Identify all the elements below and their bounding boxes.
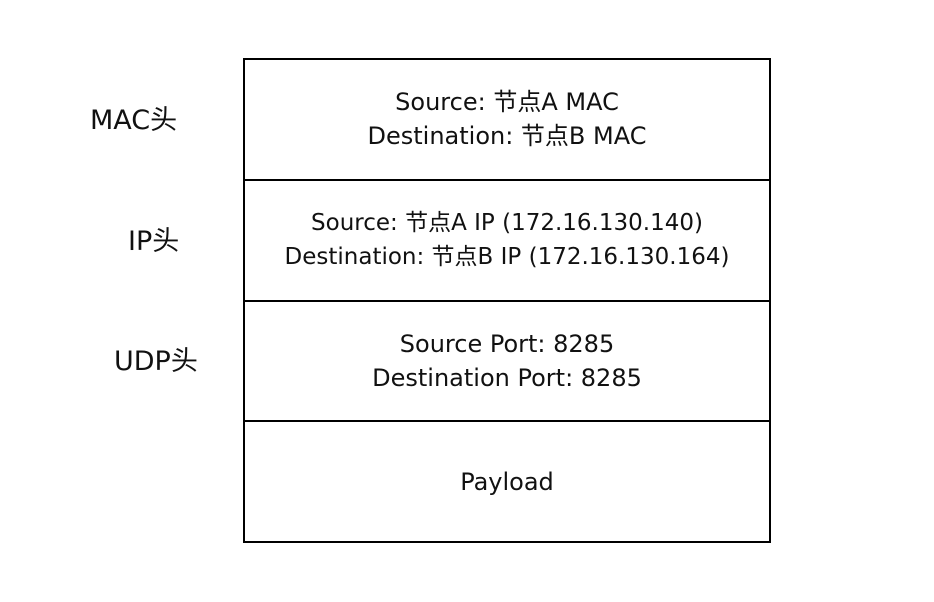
- ip-header-section: Source: 节点A IP (172.16.130.140) Destinat…: [245, 181, 769, 302]
- mac-source-text: Source: 节点A MAC: [395, 88, 619, 117]
- ip-destination-text: Destination: 节点B IP (172.16.130.164): [284, 244, 730, 271]
- udp-source-port-text: Source Port: 8285: [399, 329, 615, 358]
- mac-header-section: Source: 节点A MAC Destination: 节点B MAC: [245, 60, 769, 181]
- payload-section: Payload: [245, 422, 769, 541]
- mac-destination-text: Destination: 节点B MAC: [367, 122, 647, 151]
- ip-source-text: Source: 节点A IP (172.16.130.140): [311, 210, 703, 237]
- udp-header-section: Source Port: 8285 Destination Port: 8285: [245, 302, 769, 423]
- ip-header-label: IP头: [128, 226, 180, 257]
- mac-header-label: MAC头: [90, 105, 178, 136]
- payload-text: Payload: [460, 467, 554, 496]
- udp-destination-port-text: Destination Port: 8285: [372, 363, 642, 392]
- udp-header-label: UDP头: [114, 346, 198, 377]
- packet-structure: Source: 节点A MAC Destination: 节点B MAC Sou…: [243, 58, 771, 543]
